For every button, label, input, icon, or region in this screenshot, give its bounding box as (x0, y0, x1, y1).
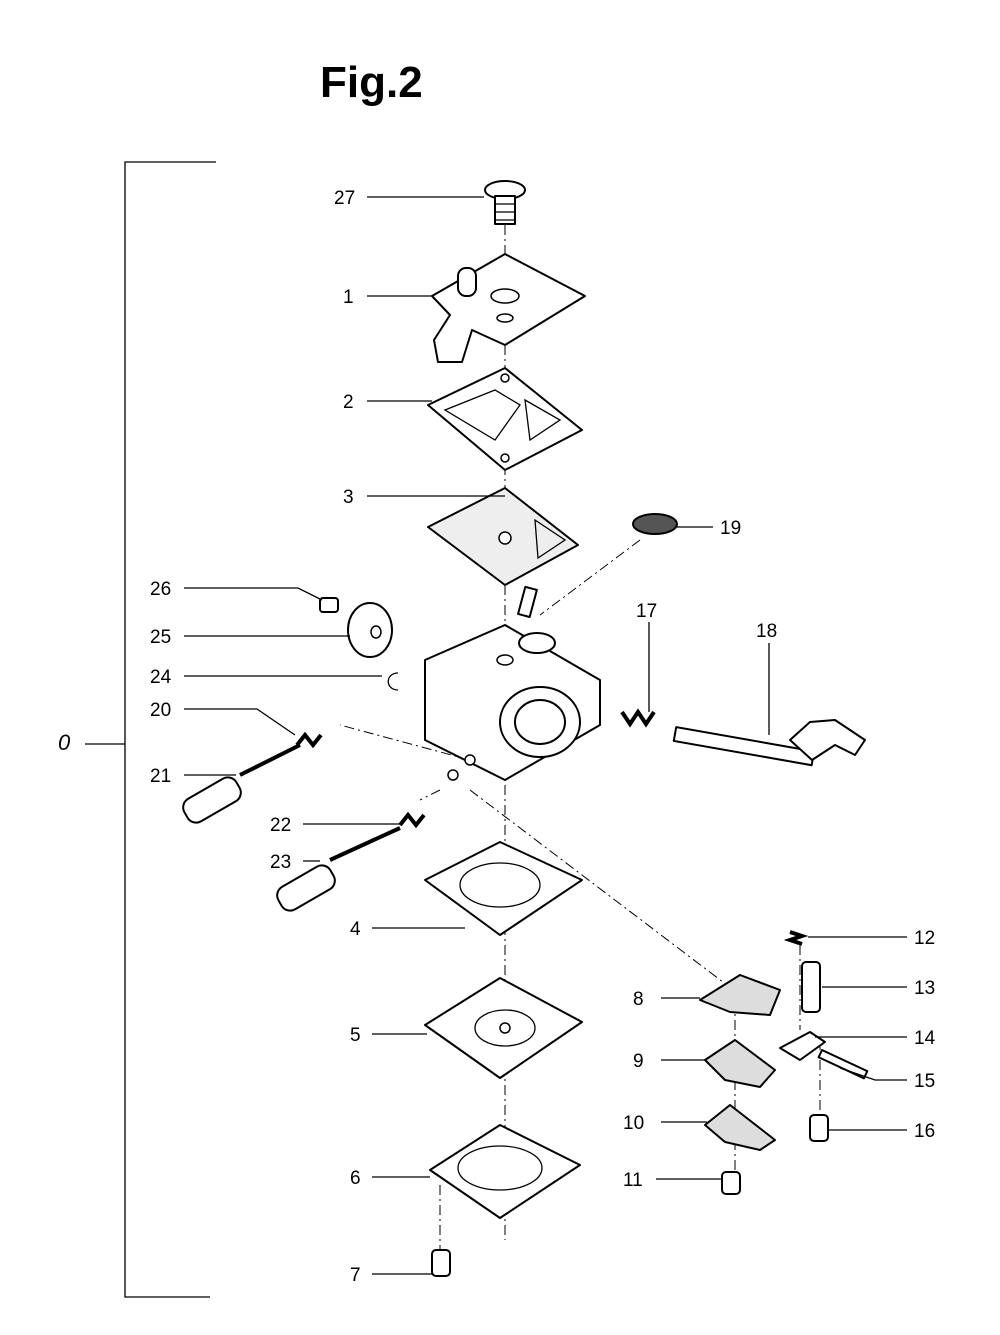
callout-7: 7 (350, 1265, 361, 1286)
callout-numbers: 27 1 2 3 19 26 25 24 17 18 20 21 22 23 4… (150, 188, 936, 1286)
callout-13: 13 (914, 978, 935, 999)
carburetor-body-part (424, 585, 601, 781)
callout-2: 2 (343, 392, 354, 413)
pump-cover-part (431, 253, 586, 363)
inlet-needle-group (779, 930, 869, 1142)
callout-10: 10 (623, 1113, 644, 1134)
gasket-part-upper (427, 367, 583, 471)
callout-5: 5 (350, 1025, 361, 1046)
assembly-reference-label: 0 (58, 730, 71, 755)
cover-screw-part (431, 1249, 451, 1277)
callout-20: 20 (150, 700, 171, 721)
throttle-shaft-group (620, 708, 866, 767)
throttle-disc-group (319, 597, 399, 691)
callout-8: 8 (633, 989, 644, 1010)
cap-screw-part (484, 180, 526, 225)
adjusting-needle-lower (276, 811, 426, 912)
figure-title: Fig.2 (320, 58, 423, 107)
callout-23: 23 (270, 852, 291, 873)
callout-11: 11 (623, 1170, 643, 1191)
assembly-bracket (85, 161, 216, 1298)
callout-22: 22 (270, 815, 291, 836)
callout-24: 24 (150, 667, 172, 688)
metering-plates-group (699, 974, 781, 1195)
callout-19: 19 (720, 518, 741, 539)
metering-cover-part (429, 1124, 581, 1219)
callout-25: 25 (150, 627, 171, 648)
gasket-part-lower (424, 841, 583, 936)
adjusting-needle-upper (182, 731, 323, 824)
metering-diaphragm-part (424, 977, 583, 1079)
callout-21: 21 (150, 766, 171, 787)
callout-4: 4 (350, 919, 361, 940)
callout-6: 6 (350, 1168, 361, 1189)
callout-12: 12 (914, 928, 935, 949)
callout-9: 9 (633, 1051, 644, 1072)
filter-screen-part (632, 513, 678, 535)
callout-15: 15 (914, 1071, 935, 1092)
callout-14: 14 (914, 1028, 936, 1049)
callout-3: 3 (343, 487, 354, 508)
callout-leaders (184, 196, 907, 1275)
callout-26: 26 (150, 579, 171, 600)
callout-17: 17 (636, 601, 657, 622)
pump-diaphragm-part (427, 487, 579, 586)
callout-27: 27 (334, 188, 355, 209)
callout-1: 1 (343, 287, 354, 308)
callout-18: 18 (756, 621, 777, 642)
callout-16: 16 (914, 1121, 935, 1142)
